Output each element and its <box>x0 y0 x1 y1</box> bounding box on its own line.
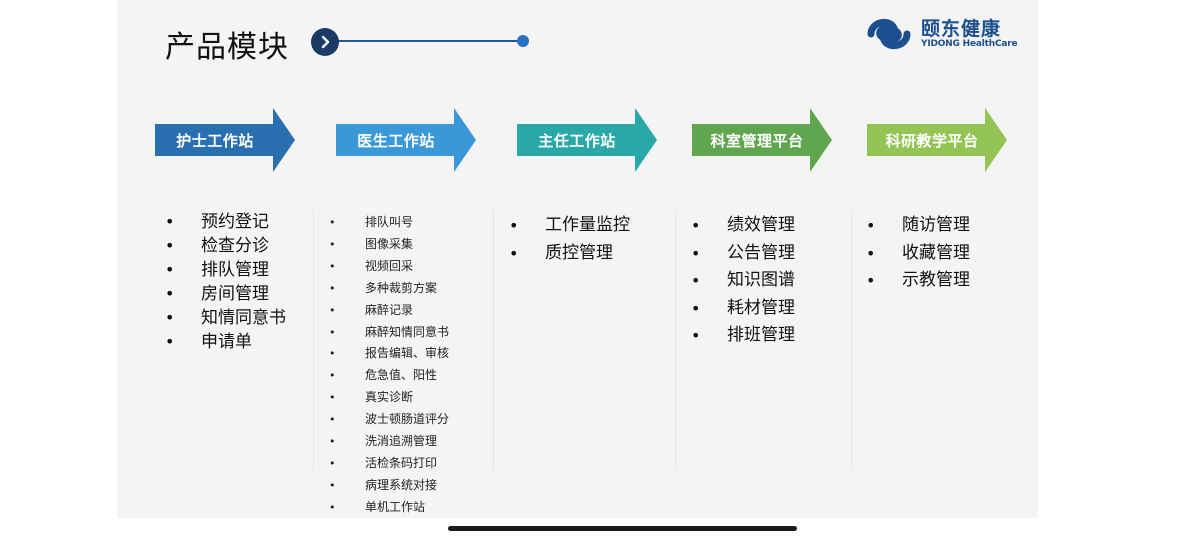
list-item: 波士顿肠道评分 <box>329 409 449 431</box>
list-item: 视频回采 <box>329 256 449 278</box>
list-item: 绩效管理 <box>691 212 795 240</box>
column-divider <box>675 210 676 470</box>
list-item: 示教管理 <box>866 267 970 295</box>
page-title: 产品模块 <box>165 30 289 65</box>
module-label: 科研教学平台 <box>885 131 979 150</box>
logo-text-cn: 颐东健康 <box>921 18 1002 40</box>
list-item: 单机工作站 <box>329 497 449 519</box>
list-item: 病理系统对接 <box>329 475 449 497</box>
module-arrow-research: 科研教学平台 <box>867 108 1007 172</box>
module-label: 护士工作站 <box>176 131 254 150</box>
module-label: 医生工作站 <box>357 131 435 150</box>
list-item: 知识图谱 <box>691 267 795 295</box>
list-item: 麻醉记录 <box>329 300 449 322</box>
list-item: 排班管理 <box>691 322 795 350</box>
list-item: 收藏管理 <box>866 240 970 268</box>
chevron-right-icon <box>311 28 339 56</box>
research-features: 随访管理 收藏管理 示教管理 <box>866 212 970 295</box>
list-item: 房间管理 <box>165 282 286 306</box>
list-item: 报告编辑、审核 <box>329 343 449 365</box>
list-item: 图像采集 <box>329 234 449 256</box>
list-item: 工作量监控 <box>509 212 630 240</box>
module-arrow-department: 科室管理平台 <box>692 108 832 172</box>
home-indicator[interactable] <box>448 526 797 531</box>
list-item: 排队管理 <box>165 258 286 282</box>
list-item: 质控管理 <box>509 240 630 268</box>
list-item: 耗材管理 <box>691 295 795 323</box>
list-item: 真实诊断 <box>329 387 449 409</box>
module-arrow-nurse: 护士工作站 <box>155 108 295 172</box>
list-item: 多种裁剪方案 <box>329 278 449 300</box>
department-features: 绩效管理 公告管理 知识图谱 耗材管理 排班管理 <box>691 212 795 350</box>
module-arrow-doctor: 医生工作站 <box>336 108 476 172</box>
title-decor-dot <box>517 35 529 47</box>
list-item: 洗消追溯管理 <box>329 431 449 453</box>
column-divider <box>313 210 314 470</box>
title-decor-line <box>324 40 523 42</box>
list-item: 预约登记 <box>165 210 286 234</box>
module-arrow-director: 主任工作站 <box>517 108 657 172</box>
nurse-features: 预约登记 检查分诊 排队管理 房间管理 知情同意书 申请单 <box>165 210 286 354</box>
list-item: 活检条码打印 <box>329 453 449 475</box>
list-item: 随访管理 <box>866 212 970 240</box>
list-item: 申请单 <box>165 330 286 354</box>
list-item: 危急值、阳性 <box>329 365 449 387</box>
list-item: 知情同意书 <box>165 306 286 330</box>
list-item: 检查分诊 <box>165 234 286 258</box>
column-divider <box>851 210 852 470</box>
logo-mark-icon <box>867 18 911 50</box>
list-item: 麻醉知情同意书 <box>329 322 449 344</box>
brand-logo: 颐东健康 YIDONG HealthCare <box>861 14 1031 54</box>
column-divider <box>493 210 494 470</box>
module-label: 科室管理平台 <box>710 131 804 150</box>
doctor-features: 排队叫号 图像采集 视频回采 多种裁剪方案 麻醉记录 麻醉知情同意书 报告编辑、… <box>329 212 449 519</box>
list-item: 公告管理 <box>691 240 795 268</box>
module-label: 主任工作站 <box>538 131 616 150</box>
list-item: 排队叫号 <box>329 212 449 234</box>
director-features: 工作量监控 质控管理 <box>509 212 630 267</box>
logo-text-en: YIDONG HealthCare <box>921 39 1018 49</box>
